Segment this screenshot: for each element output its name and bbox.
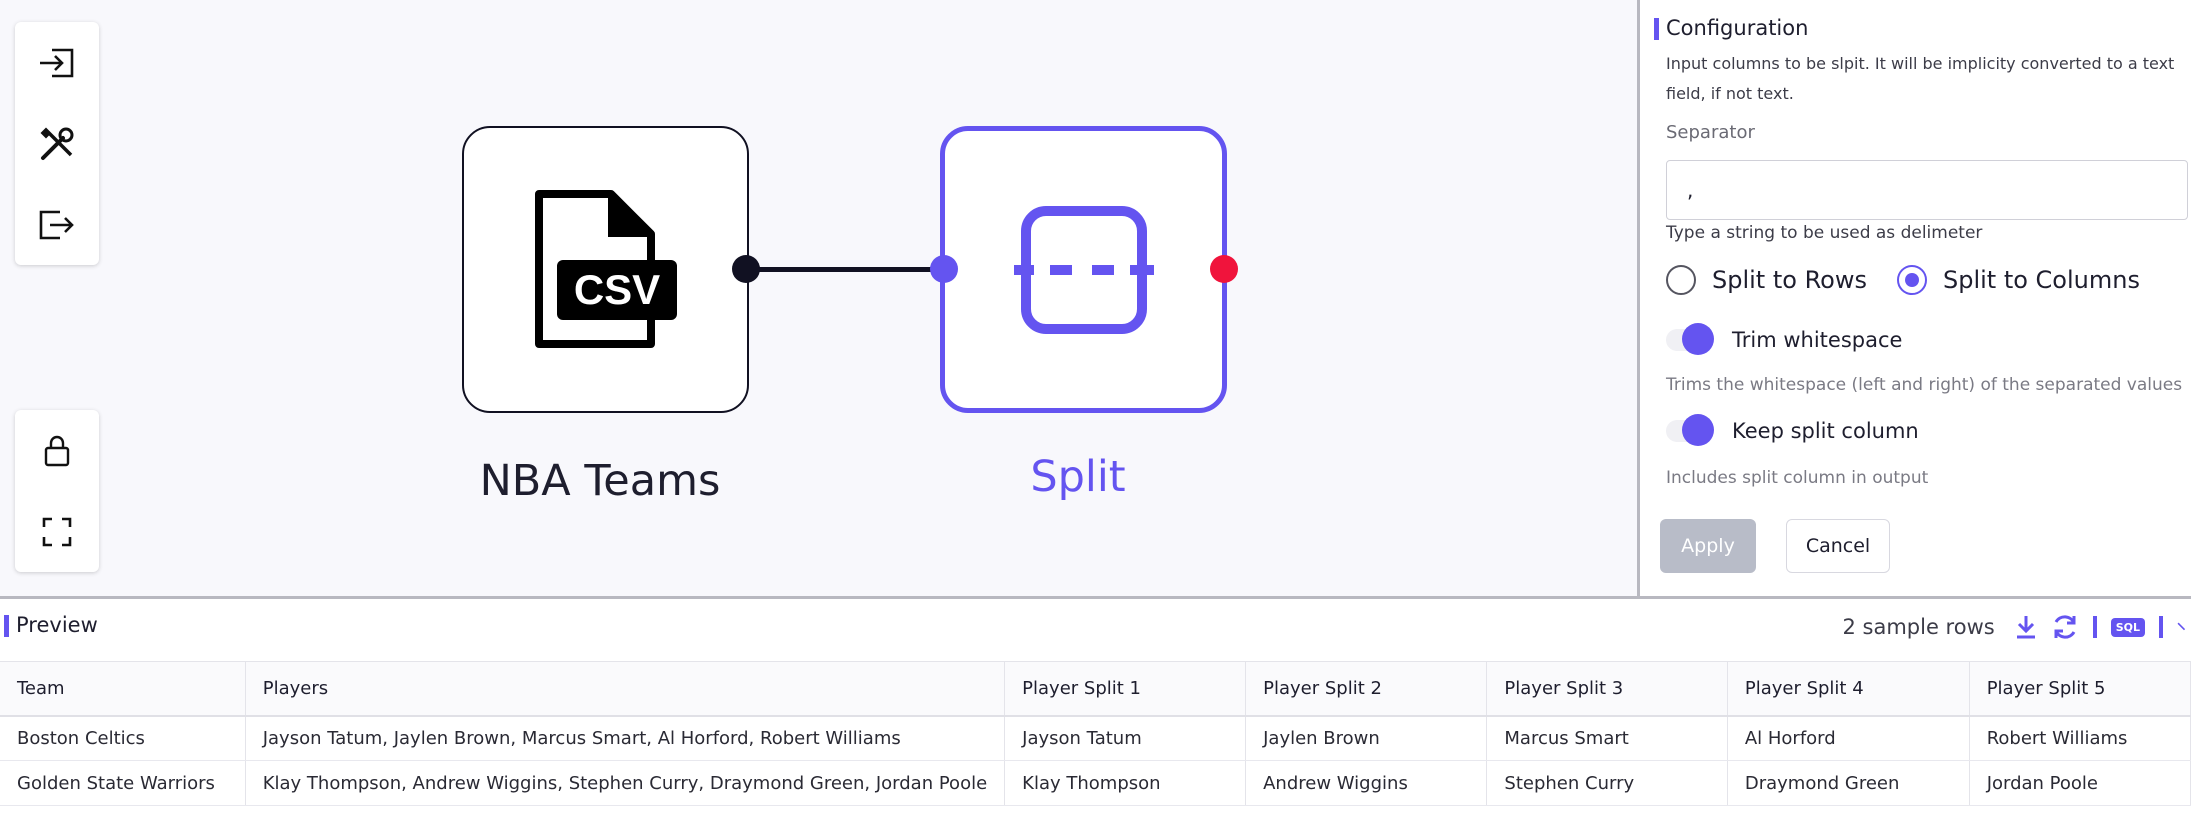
import-icon[interactable] <box>15 22 99 103</box>
csv-file-icon: CSV <box>534 189 677 348</box>
column-header[interactable]: Team <box>0 661 246 717</box>
column-header[interactable]: Player Split 2 <box>1245 661 1488 717</box>
table-header-row: Team Players Player Split 1 Player Split… <box>0 661 2191 717</box>
refresh-icon[interactable] <box>2051 613 2079 641</box>
table-cell: Marcus Smart <box>1486 715 1728 761</box>
trim-help: Trims the whitespace (left and right) of… <box>1666 375 2183 395</box>
keep-split-column-toggle[interactable]: Keep split column <box>1666 414 1919 446</box>
fullscreen-icon[interactable] <box>15 491 99 572</box>
cancel-button[interactable]: Cancel <box>1786 519 1890 573</box>
table-cell: Klay Thompson <box>1004 760 1247 806</box>
column-header[interactable]: Player Split 3 <box>1486 661 1728 717</box>
sample-rows-count: 2 sample rows <box>1842 615 1995 639</box>
radio-split-to-rows[interactable]: Split to Rows <box>1666 265 1867 295</box>
toggle-switch[interactable] <box>1666 323 1714 355</box>
table-cell: Jayson Tatum <box>1004 715 1247 761</box>
table-cell: Draymond Green <box>1727 760 1970 806</box>
table-cell: Al Horford <box>1727 715 1970 761</box>
separator-help: Type a string to be used as delimeter <box>1666 223 1983 243</box>
radio-split-to-columns[interactable]: Split to Columns <box>1896 265 2140 295</box>
table-row: Golden State Warriors Klay Thompson, And… <box>0 760 2191 806</box>
table-cell: Boston Celtics <box>0 715 246 761</box>
flow-canvas[interactable]: CSV NBA Teams Split <box>0 0 1637 596</box>
svg-text:CSV: CSV <box>573 266 659 313</box>
column-header[interactable]: Player Split 4 <box>1727 661 1970 717</box>
node-connection-edge <box>746 267 944 272</box>
sql-badge: SQL <box>2110 617 2145 637</box>
toggle-label: Trim whitespace <box>1732 328 1903 352</box>
table-cell: Jordan Poole <box>1969 760 2191 806</box>
radio-circle[interactable] <box>1896 265 1927 295</box>
split-mode-group: Split to Rows Split to Columns <box>1666 265 2170 295</box>
keep-help: Includes split column in output <box>1666 468 1929 488</box>
toggle-label: Keep split column <box>1732 419 1919 443</box>
input-port[interactable] <box>930 255 958 283</box>
preview-title: Preview <box>4 613 98 637</box>
node-label: Split <box>1030 452 1126 502</box>
table-cell: Golden State Warriors <box>0 760 246 806</box>
apply-button[interactable]: Apply <box>1660 519 1756 573</box>
separator-label: Separator <box>1666 122 1755 143</box>
config-title: Configuration <box>1654 16 1808 40</box>
output-port[interactable] <box>732 255 760 283</box>
separator-bar <box>2092 616 2097 638</box>
column-header[interactable]: Player Split 1 <box>1004 661 1247 717</box>
configuration-panel: Configuration Input columns to be slpit.… <box>1637 0 2191 596</box>
column-header[interactable]: Players <box>245 661 1006 717</box>
download-icon[interactable] <box>2015 614 2037 640</box>
column-header[interactable]: Player Split 5 <box>1969 661 2191 717</box>
radio-label: Split to Rows <box>1712 266 1867 294</box>
node-label: NBA Teams <box>479 456 721 506</box>
table-cell: Klay Thompson, Andrew Wiggins, Stephen C… <box>245 760 1006 806</box>
table-row: Boston Celtics Jayson Tatum, Jaylen Brow… <box>0 715 2191 761</box>
toolbox-top <box>15 22 99 265</box>
preview-panel: Preview 2 sample rows SQL Team Players P… <box>0 596 2191 827</box>
radio-circle[interactable] <box>1666 265 1696 295</box>
toggle-switch[interactable] <box>1666 414 1714 446</box>
separator-bar <box>2159 616 2163 638</box>
node-split[interactable] <box>940 126 1227 413</box>
collapse-icon[interactable] <box>2177 614 2191 640</box>
sql-icon[interactable]: SQL <box>2110 617 2145 637</box>
node-nba-teams[interactable]: CSV <box>462 126 749 413</box>
toolbox-bottom <box>15 410 99 572</box>
preview-actions: 2 sample rows SQL <box>1843 609 2191 645</box>
output-port[interactable] <box>1210 255 1238 283</box>
preview-table: Team Players Player Split 1 Player Split… <box>0 661 2191 806</box>
table-cell: Jayson Tatum, Jaylen Brown, Marcus Smart… <box>245 715 1006 761</box>
split-icon <box>1013 205 1154 334</box>
table-cell: Stephen Curry <box>1486 760 1728 806</box>
tools-icon[interactable] <box>15 103 99 184</box>
radio-label: Split to Columns <box>1942 266 2140 294</box>
lock-icon[interactable] <box>15 410 99 491</box>
table-cell: Andrew Wiggins <box>1245 760 1488 806</box>
table-cell: Jaylen Brown <box>1245 715 1488 761</box>
separator-input[interactable] <box>1666 160 2188 220</box>
table-cell: Robert Williams <box>1969 715 2191 761</box>
export-icon[interactable] <box>15 184 99 265</box>
trim-whitespace-toggle[interactable]: Trim whitespace <box>1666 323 1903 355</box>
config-description: Input columns to be slpit. It will be im… <box>1666 54 2175 103</box>
